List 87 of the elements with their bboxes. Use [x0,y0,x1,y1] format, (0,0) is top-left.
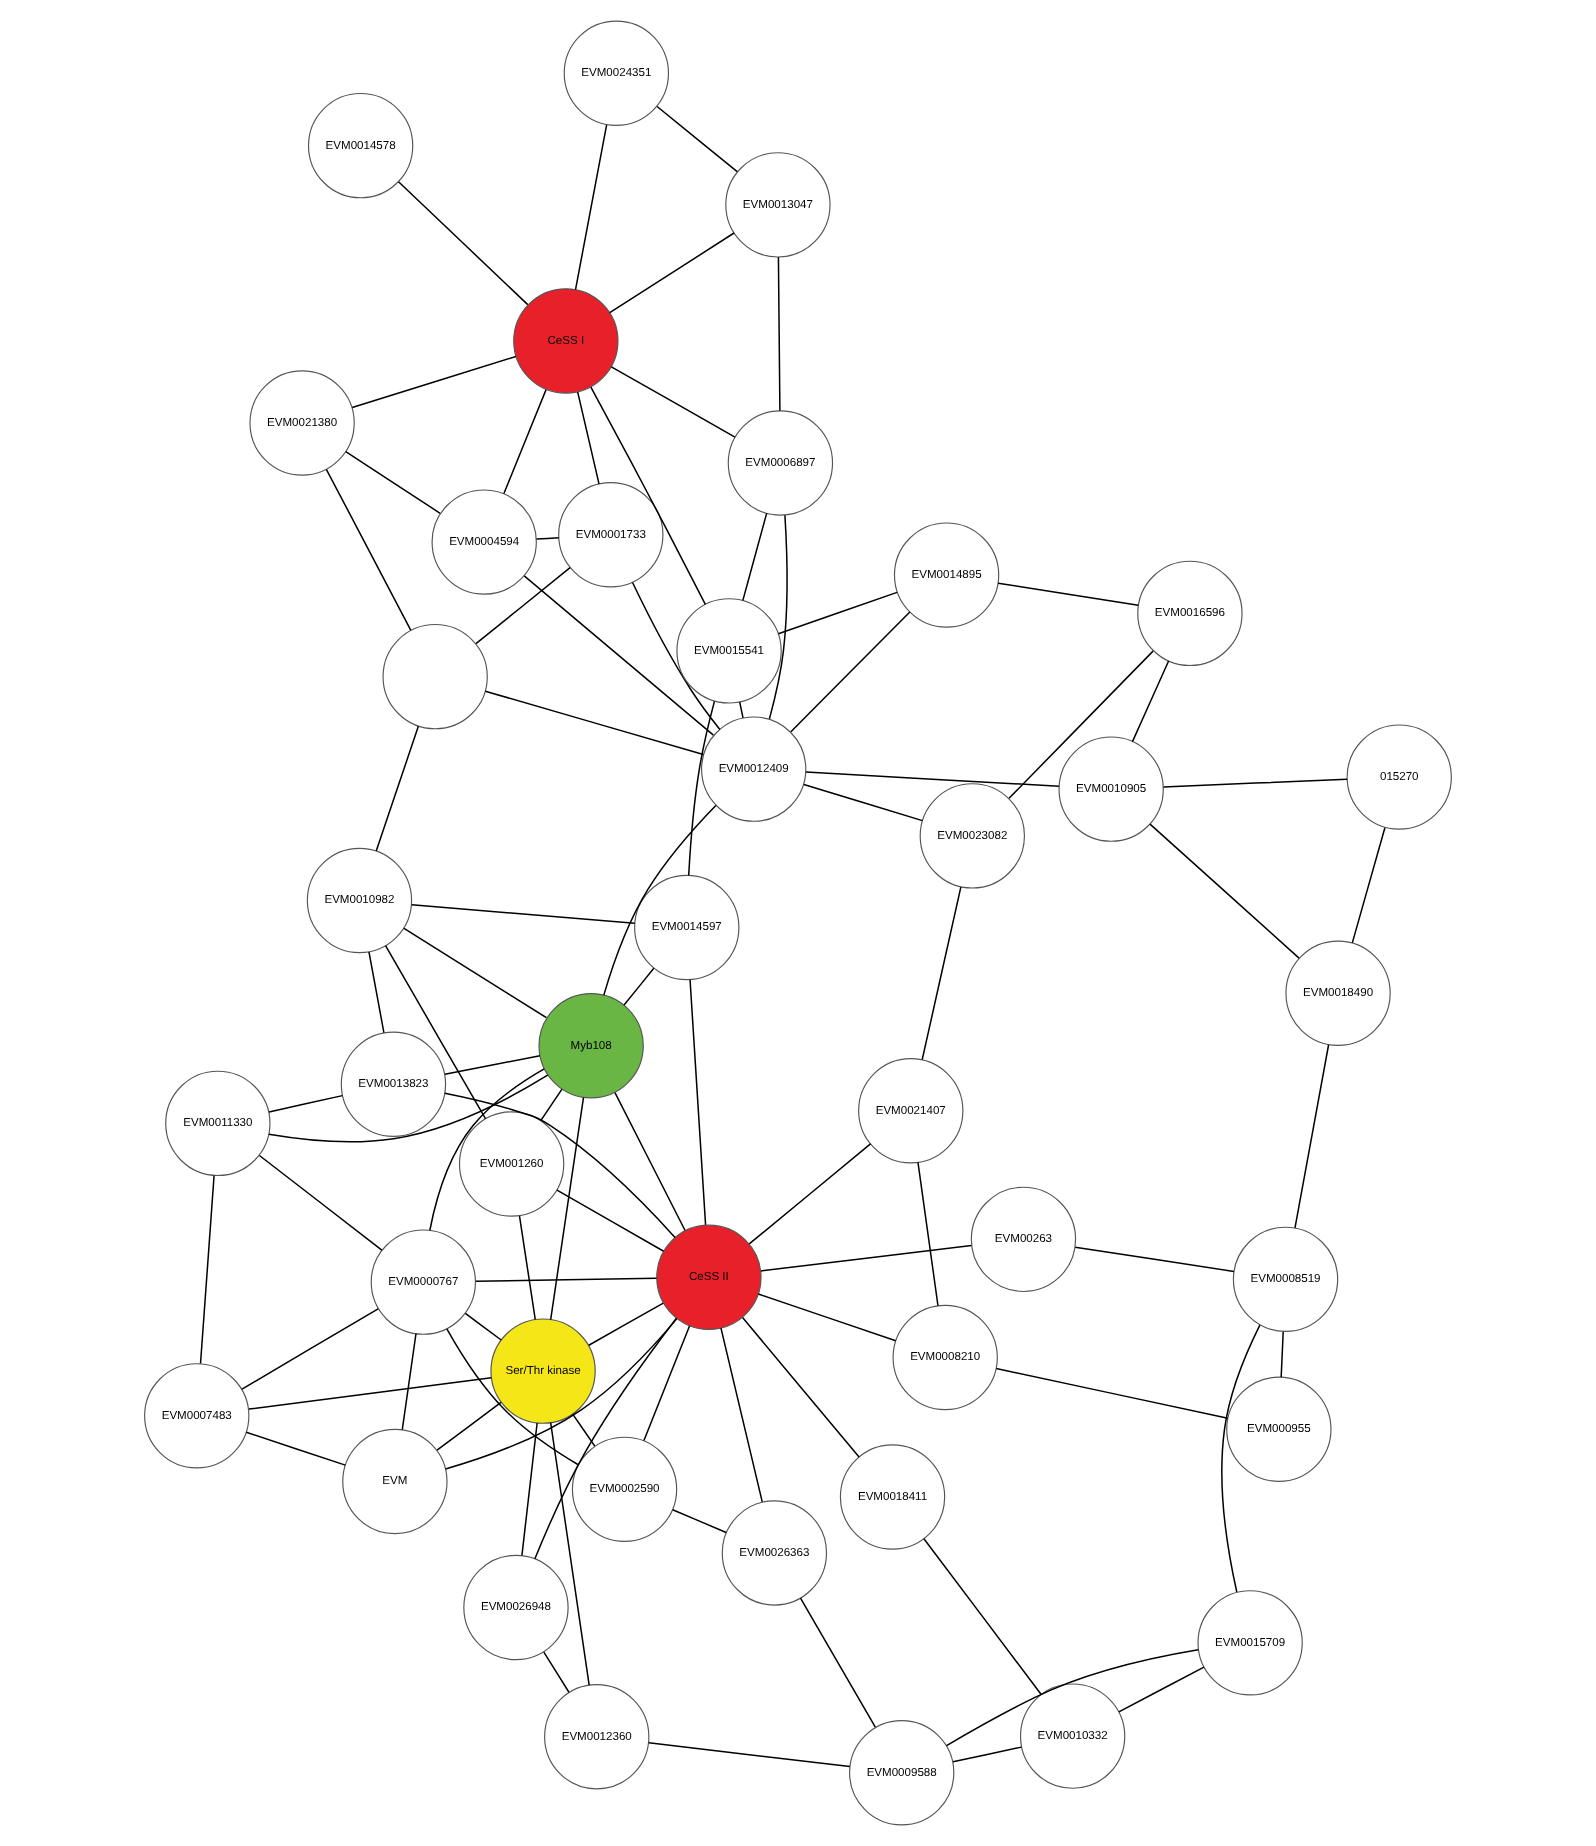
connector [1074,1246,1235,1273]
connector [574,124,608,291]
connector [540,1088,563,1122]
connector [444,1317,678,1470]
connector [1294,1044,1330,1229]
connector [720,1327,763,1503]
connector [609,232,735,314]
connector [742,512,768,602]
connector [534,1317,678,1560]
connector [556,1189,665,1253]
connector [1221,1324,1261,1593]
connector [738,701,744,719]
connector [521,1422,538,1557]
connector [643,1325,691,1442]
connector [687,700,716,877]
connector [1008,650,1154,800]
connector [997,582,1140,607]
connector [777,256,781,412]
connector [484,690,705,756]
connector [790,611,911,733]
connector [588,1302,665,1346]
connector [549,1096,585,1321]
connector [803,783,924,822]
connector [549,1421,590,1686]
connector [952,1746,1023,1763]
connector [325,468,412,632]
connector [403,927,548,1019]
connector [436,1401,502,1451]
connector [199,1174,215,1365]
connector [623,967,655,1006]
connector [757,1293,897,1342]
connector [917,1161,939,1307]
connector [518,1215,536,1321]
connector [805,771,1060,787]
connector [248,1377,492,1410]
connector [464,1312,502,1341]
connector [631,581,721,731]
connector [268,1074,549,1143]
connector [571,1413,596,1447]
connector [777,591,898,635]
connector [1280,1331,1284,1378]
connector [590,386,707,606]
connector [945,1649,1199,1747]
connector [689,978,707,1226]
connector [397,180,529,306]
connector [671,1509,727,1534]
connector [543,1651,570,1693]
connector [799,1597,877,1728]
connector [576,391,600,485]
connector [401,1332,417,1431]
connector [384,944,487,1120]
connector [446,1328,579,1466]
connector [603,804,717,996]
connector [444,1054,541,1075]
connector [648,1742,851,1768]
connector [351,355,517,409]
connector [741,1316,860,1458]
connector [268,1094,344,1113]
connector [375,725,420,852]
connector [503,388,547,495]
connector [614,1091,686,1232]
connector [923,1537,1042,1695]
connector [475,566,571,645]
connector [258,1154,383,1251]
connector [656,105,738,173]
connector [444,1092,676,1239]
connector [475,1277,658,1282]
connector [1118,1666,1205,1713]
connector [535,537,560,540]
connector [241,1308,379,1390]
connector [1131,660,1170,743]
connector [768,514,788,720]
connector [610,366,736,438]
connector [748,1143,872,1245]
connector [1149,823,1300,959]
node-circle [382,623,488,730]
connector [1162,778,1348,788]
connector [429,1068,545,1231]
connector [995,1367,1229,1420]
connector [1351,827,1386,944]
connector [245,1431,347,1466]
connector [368,951,385,1034]
connector [345,450,441,514]
connector [760,1244,973,1272]
connector [410,904,636,925]
connector [523,575,715,736]
connector [921,886,962,1061]
